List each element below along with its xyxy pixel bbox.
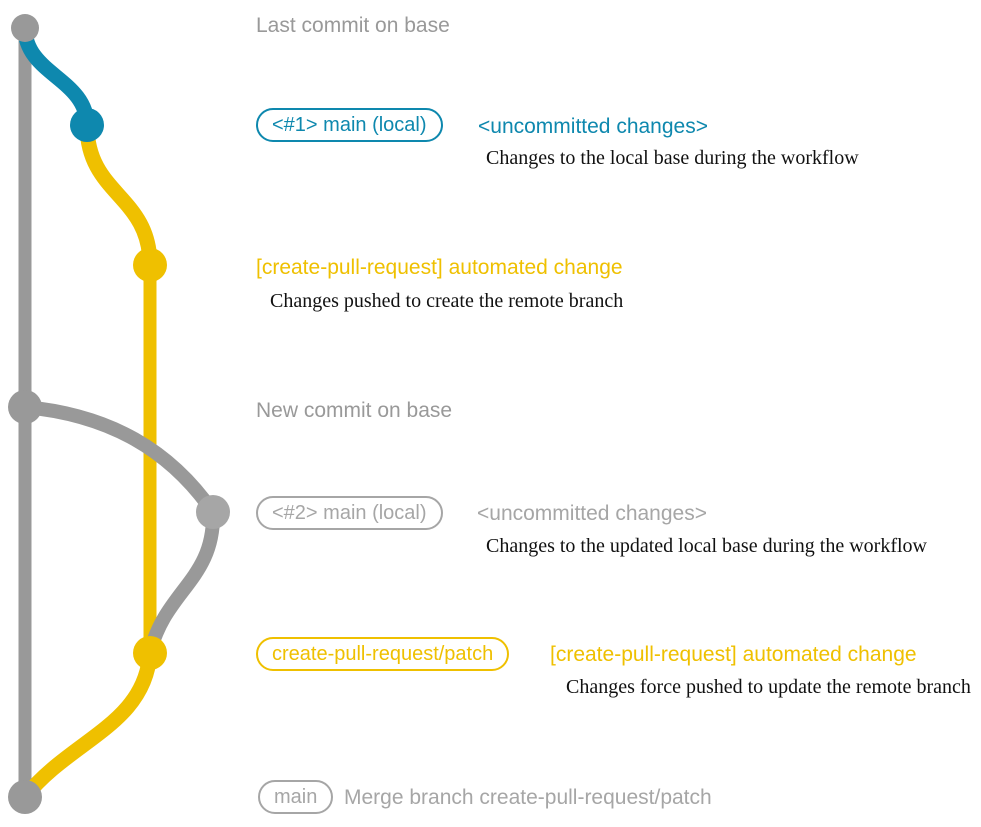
commit-note-row-remote-1: Changes pushed to create the remote bran… bbox=[270, 290, 624, 312]
commit-subject-row-merge: Merge branch create-pull-request/patch bbox=[344, 786, 712, 809]
commit-note-row-local-1: Changes to the local base during the wor… bbox=[486, 147, 859, 169]
edge-remote2-to-merge bbox=[17, 645, 158, 805]
commit-subject-row-remote-1: [create-pull-request] automated change bbox=[256, 256, 623, 279]
commit-node-remote-2[interactable] bbox=[133, 636, 167, 670]
ref-pill-label: create-pull-request/patch bbox=[272, 643, 494, 665]
commit-node-base-merge[interactable] bbox=[8, 780, 42, 814]
commit-node-remote-1[interactable] bbox=[133, 248, 167, 282]
ref-pill-label: <#2> main (local) bbox=[272, 502, 427, 524]
edge-base-to-local1 bbox=[17, 20, 95, 133]
commit-subject-row-remote-2: [create-pull-request] automated change bbox=[550, 643, 917, 666]
commit-note-row-remote-2: Changes force pushed to update the remot… bbox=[566, 676, 971, 698]
commit-note-row-local-2: Changes to the updated local base during… bbox=[486, 535, 927, 557]
commit-node-group bbox=[8, 14, 230, 814]
commit-node-local-1[interactable] bbox=[70, 108, 104, 142]
ref-pill-row-merge[interactable]: main bbox=[258, 780, 334, 814]
edge-local2-to-remote2 bbox=[143, 505, 221, 660]
section-heading-row-last-commit: Last commit on base bbox=[256, 14, 450, 37]
commit-subject-row-local-2: <uncommitted changes> bbox=[477, 502, 707, 525]
section-heading-row-new-commit: New commit on base bbox=[256, 399, 453, 422]
commit-node-base-head[interactable] bbox=[11, 14, 39, 42]
ref-pill-row-remote-2[interactable]: create-pull-request/patch bbox=[256, 637, 510, 671]
edge-basenew-to-local2 bbox=[18, 400, 220, 519]
commit-node-local-2[interactable] bbox=[196, 495, 230, 529]
commit-node-base-new[interactable] bbox=[8, 390, 42, 424]
ref-pill-label: <#1> main (local) bbox=[272, 114, 427, 136]
ref-pill-label: main bbox=[274, 786, 318, 808]
edge-local1-to-remote1 bbox=[79, 117, 158, 273]
ref-pill-row-local-1[interactable]: <#1> main (local) bbox=[256, 108, 443, 142]
commit-subject-row-local-1: <uncommitted changes> bbox=[478, 115, 708, 138]
ref-pill-row-local-2[interactable]: <#2> main (local) bbox=[256, 496, 443, 530]
